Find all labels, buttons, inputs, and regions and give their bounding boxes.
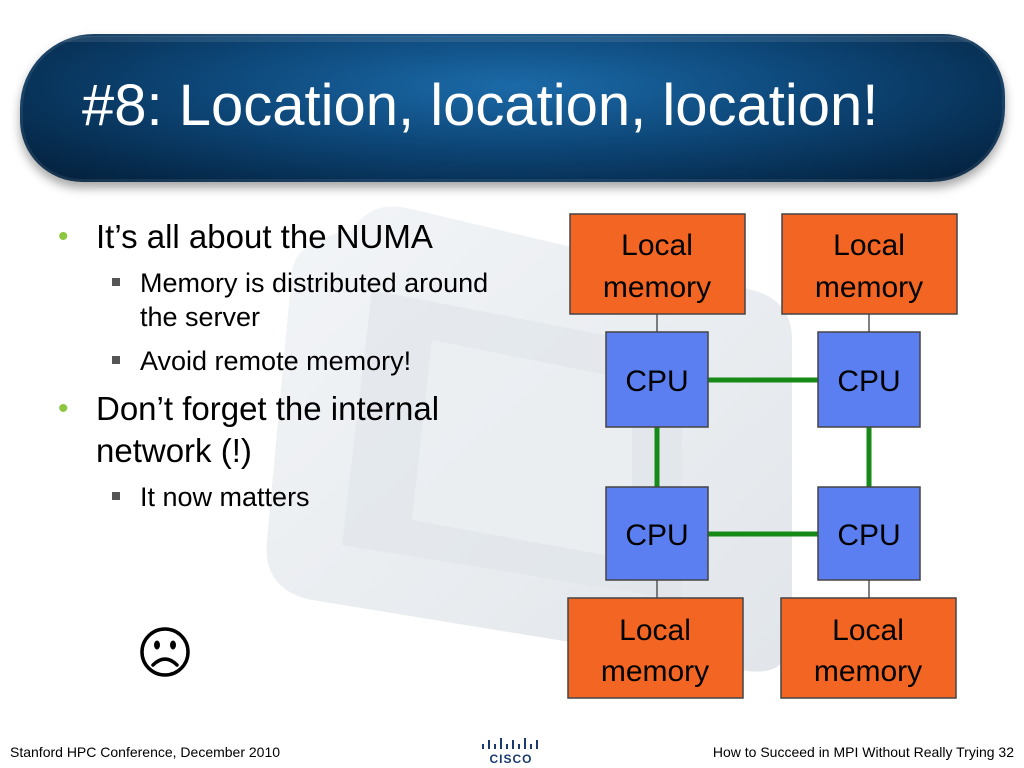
sub-bullet-item: It now matters <box>96 480 518 514</box>
sub-bullet-item: Avoid remote memory! <box>96 344 518 378</box>
bullet-text: Don’t forget the internal network (!) <box>96 390 440 469</box>
bullet-item: • It’s all about the NUMA <box>58 216 518 258</box>
local-memory-box: Local memory <box>781 213 958 315</box>
footer-right-text: How to Succeed in MPI Without Really Try… <box>712 744 1014 760</box>
watermark-graphic <box>266 206 793 672</box>
title-banner <box>20 34 1005 182</box>
square-bullet-icon <box>112 492 120 500</box>
memory-label-line1: Local <box>621 229 693 262</box>
banner-highlight <box>28 36 998 42</box>
memory-label-line2: memory <box>814 655 922 688</box>
cpu-box: CPU <box>605 331 709 428</box>
local-memory-box: Local memory <box>780 597 957 699</box>
cpu-label: CPU <box>625 365 688 398</box>
sub-bullet-text: It now matters <box>140 482 310 512</box>
memory-label-line1: Local <box>832 614 904 647</box>
bullet-item: • Don’t forget the internal network (!) <box>58 388 518 472</box>
cpu-box: CPU <box>817 331 921 428</box>
memory-label-line2: memory <box>815 271 923 304</box>
bullet-dot-icon: • <box>58 220 69 253</box>
memory-label-line1: Local <box>833 229 905 262</box>
cpu-label: CPU <box>837 365 900 398</box>
bullet-dot-icon: • <box>58 392 69 425</box>
sub-bullet-item: Memory is distributed around the server <box>96 266 518 334</box>
cpu-label: CPU <box>837 519 900 552</box>
cpu-label: CPU <box>625 519 688 552</box>
frown-face-icon <box>140 627 190 677</box>
cisco-wordmark: CISCO <box>489 752 532 766</box>
bullet-list: • It’s all about the NUMA Memory is dist… <box>58 216 518 524</box>
memory-label-line2: memory <box>601 655 709 688</box>
cisco-logo: CISCO <box>482 738 538 766</box>
cpu-box: CPU <box>817 486 921 581</box>
slide-title: #8: Location, location, location! <box>82 73 879 138</box>
sub-bullet-text: Memory is distributed around the server <box>140 268 489 332</box>
footer-left-text: Stanford HPC Conference, December 2010 <box>10 744 281 760</box>
cpu-box: CPU <box>605 486 709 581</box>
sub-bullet-text: Avoid remote memory! <box>140 346 412 376</box>
local-memory-box: Local memory <box>569 213 746 315</box>
square-bullet-icon <box>112 278 120 286</box>
local-memory-box: Local memory <box>567 597 744 699</box>
memory-label-line1: Local <box>619 614 691 647</box>
numa-diagram: Local memory Local memory CPU CPU CPU CP… <box>567 213 958 699</box>
memory-label-line2: memory <box>603 271 711 304</box>
bullet-text: It’s all about the NUMA <box>96 218 433 255</box>
square-bullet-icon <box>112 356 120 364</box>
